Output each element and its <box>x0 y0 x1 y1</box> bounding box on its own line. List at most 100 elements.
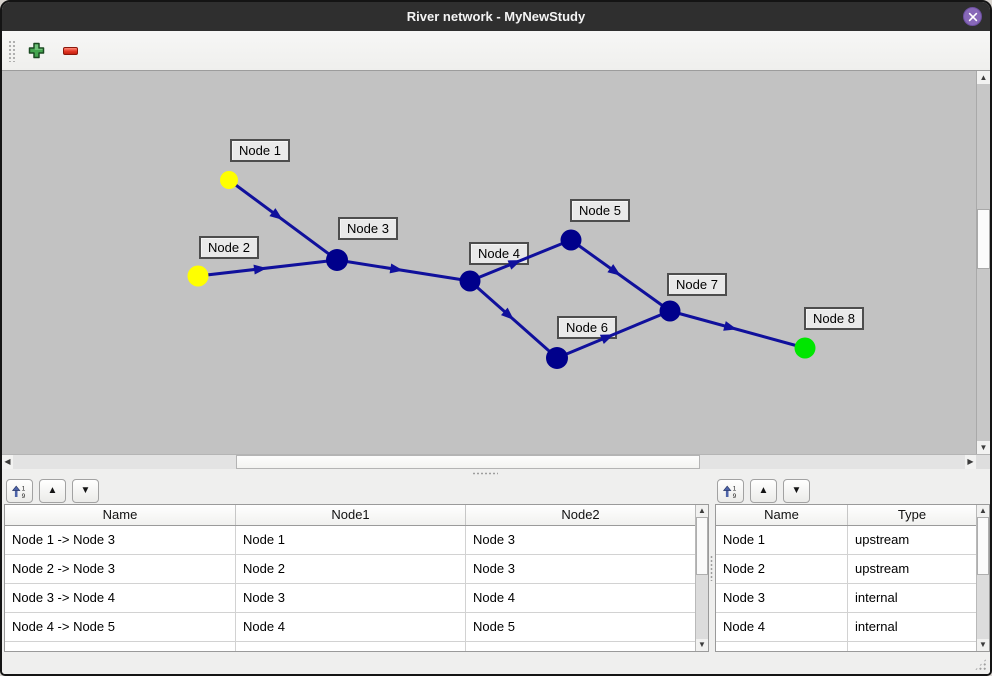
up-arrow-icon: ▲ <box>47 485 58 496</box>
canvas-horizontal-scrollbar[interactable]: ◀ ▶ <box>2 454 976 469</box>
cell-type[interactable]: upstream <box>855 561 910 576</box>
reach-table: Name Node1 Node2 Node 1 -> Node 3 Node 1… <box>4 504 709 652</box>
close-button[interactable] <box>963 7 982 26</box>
status-bar <box>2 653 990 674</box>
reach-sort-button[interactable]: 1 9 <box>6 479 33 503</box>
scroll-down-button[interactable]: ▼ <box>977 441 990 454</box>
cell-name[interactable]: Node 3 -> Node 4 <box>5 584 236 612</box>
column-header[interactable]: Node1 <box>236 505 466 525</box>
label-node-4[interactable]: Node 4 <box>469 242 529 265</box>
title-bar[interactable]: River network - MyNewStudy <box>2 2 990 31</box>
scroll-left-button[interactable]: ◀ <box>2 455 13 469</box>
table-splitter[interactable] <box>709 477 715 653</box>
minus-icon <box>62 46 78 55</box>
node-node-4[interactable] <box>459 270 481 292</box>
scroll-up-button[interactable]: ▲ <box>977 71 990 84</box>
cell-node2[interactable]: Node 4 <box>473 590 515 605</box>
cell-name[interactable]: Node 4 -> Node 5 <box>5 613 236 641</box>
cell-node2[interactable]: Node 3 <box>473 532 515 547</box>
cell-empty <box>5 642 236 651</box>
label-node-7[interactable]: Node 7 <box>667 273 727 296</box>
add-node-button[interactable] <box>23 38 49 64</box>
table-row[interactable]: Node 4 -> Node 5 Node 4 Node 5 <box>5 613 695 642</box>
remove-node-button[interactable] <box>57 38 83 64</box>
cell-name[interactable]: Node 4 <box>716 613 848 641</box>
table-row[interactable]: Node 1 upstream <box>716 526 976 555</box>
reach-table-toolbar: 1 9 ▲ ▼ <box>4 477 709 504</box>
cell-node1[interactable]: Node 4 <box>236 613 466 641</box>
canvas-area: Node 1 Node 2 Node 3 Node 4 Node 5 Node 6 Node… <box>2 71 990 454</box>
canvas-vertical-scrollbar[interactable]: ▲ ▼ <box>976 71 990 454</box>
cell-node1[interactable]: Node 1 <box>236 526 466 554</box>
node-node-5[interactable] <box>560 229 582 251</box>
node-node-1[interactable] <box>220 171 238 189</box>
node-node-6[interactable] <box>546 347 568 369</box>
left-arrow-icon: ◀ <box>4 457 11 466</box>
label-node-5[interactable]: Node 5 <box>570 199 630 222</box>
label-node-2[interactable]: Node 2 <box>199 236 259 259</box>
reach-move-up-button[interactable]: ▲ <box>39 479 66 503</box>
column-header[interactable]: Name <box>5 505 236 525</box>
node-node-3[interactable] <box>326 249 348 271</box>
table-row[interactable]: Node 3 -> Node 4 Node 3 Node 4 <box>5 584 695 613</box>
cell-type[interactable]: upstream <box>855 532 910 547</box>
node-table-scrollbar[interactable]: ▲ ▼ <box>976 505 989 651</box>
reach-table-scrollbar[interactable]: ▲ ▼ <box>695 505 708 651</box>
table-row[interactable]: Node 2 upstream <box>716 555 976 584</box>
node-node-7[interactable] <box>659 300 681 322</box>
table-row[interactable]: Node 3 internal <box>716 584 976 613</box>
cell-name[interactable]: Node 2 -> Node 3 <box>5 555 236 583</box>
table-row[interactable]: Node 4 internal <box>716 613 976 642</box>
reach-move-down-button[interactable]: ▼ <box>72 479 99 503</box>
down-arrow-icon: ▼ <box>979 442 988 452</box>
vertical-scroll-thumb[interactable] <box>977 209 990 269</box>
main-toolbar <box>2 31 990 71</box>
column-header[interactable]: Type <box>897 507 927 522</box>
toolbar-drag-handle[interactable] <box>8 39 15 62</box>
scroll-up-button[interactable]: ▲ <box>977 505 989 517</box>
label-node-1[interactable]: Node 1 <box>230 139 290 162</box>
scroll-down-button[interactable]: ▼ <box>696 639 708 651</box>
panel-splitter[interactable] <box>2 469 990 477</box>
cell-type[interactable]: internal <box>855 619 898 634</box>
label-node-3[interactable]: Node 3 <box>338 217 398 240</box>
horizontal-scroll-thumb[interactable] <box>236 455 700 469</box>
sort-ascending-icon: 1 9 <box>722 485 737 499</box>
cell-name[interactable]: Node 1 <box>716 526 848 554</box>
cell-name[interactable]: Node 2 <box>716 555 848 583</box>
cell-node2[interactable]: Node 5 <box>473 619 515 634</box>
node-node-8[interactable] <box>794 337 816 359</box>
column-header[interactable]: Name <box>716 505 848 525</box>
svg-text:9: 9 <box>22 493 26 499</box>
scroll-right-button[interactable]: ▶ <box>965 455 976 469</box>
node-panel: 1 9 ▲ ▼ Name Type Node 1 upstream Node 2 <box>715 477 990 653</box>
scroll-corner <box>976 454 990 469</box>
cell-name[interactable]: Node 3 <box>716 584 848 612</box>
column-header[interactable]: Node2 <box>561 507 600 522</box>
label-node-6[interactable]: Node 6 <box>557 316 617 339</box>
node-move-up-button[interactable]: ▲ <box>750 479 777 503</box>
label-node-8[interactable]: Node 8 <box>804 307 864 330</box>
edge-node-1-node-3[interactable] <box>227 178 339 262</box>
table-row[interactable]: Node 2 -> Node 3 Node 2 Node 3 <box>5 555 695 584</box>
cell-node1[interactable]: Node 3 <box>236 584 466 612</box>
node-sort-button[interactable]: 1 9 <box>717 479 744 503</box>
scroll-thumb[interactable] <box>977 517 989 575</box>
cell-node2[interactable]: Node 3 <box>473 561 515 576</box>
scroll-down-button[interactable]: ▼ <box>977 639 989 651</box>
table-row[interactable]: Node 1 -> Node 3 Node 1 Node 3 <box>5 526 695 555</box>
svg-text:1: 1 <box>22 485 26 492</box>
edge-node-3-node-4[interactable] <box>335 258 472 283</box>
cell-name[interactable]: Node 1 -> Node 3 <box>5 526 236 554</box>
node-table: Name Type Node 1 upstream Node 2 upstrea… <box>715 504 990 652</box>
cell-node1[interactable]: Node 2 <box>236 555 466 583</box>
river-network-canvas[interactable]: Node 1 Node 2 Node 3 Node 4 Node 5 Node 6 Node… <box>2 71 976 454</box>
resize-grip[interactable] <box>974 658 987 671</box>
cell-type[interactable]: internal <box>855 590 898 605</box>
edge-node-7-node-8[interactable] <box>668 309 807 350</box>
node-node-2[interactable] <box>187 265 209 287</box>
edge-node-2-node-3[interactable] <box>196 258 339 278</box>
scroll-up-button[interactable]: ▲ <box>696 505 708 517</box>
node-move-down-button[interactable]: ▼ <box>783 479 810 503</box>
scroll-thumb[interactable] <box>696 517 708 575</box>
